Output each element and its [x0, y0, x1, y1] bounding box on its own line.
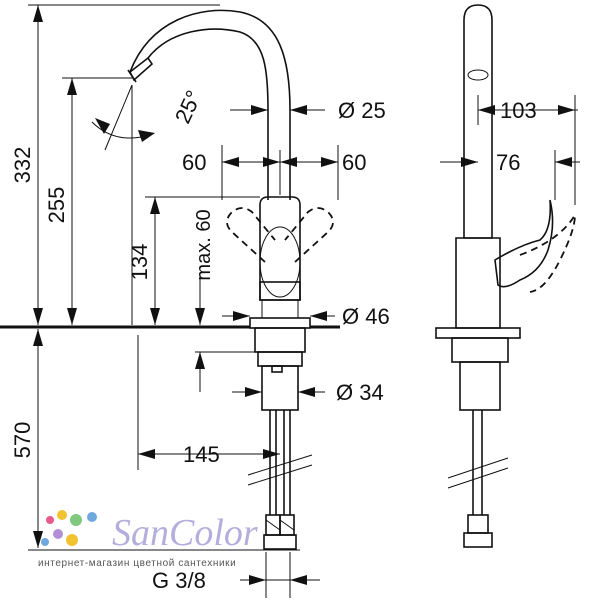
side-body: [455, 237, 501, 329]
logo-dot: [87, 512, 97, 522]
side-aerator: [467, 69, 489, 81]
side-shank: [459, 361, 501, 411]
arrow: [138, 449, 155, 459]
side-base-plate: [435, 327, 521, 339]
label-255: 255: [44, 187, 69, 224]
arrow: [67, 308, 77, 325]
arrow: [67, 78, 77, 95]
thread-2: [279, 519, 295, 531]
side-view: [435, 4, 576, 548]
arrow: [290, 105, 307, 115]
label-60-right: 60: [342, 150, 366, 175]
brand-tagline: интернет-магазин цветной сантехники: [38, 558, 236, 569]
side-break-2: [447, 467, 509, 489]
arrow: [280, 157, 297, 167]
arrow: [233, 311, 250, 321]
label-max60: max. 60: [193, 209, 215, 280]
arrow: [195, 308, 205, 325]
arrow: [33, 308, 43, 325]
arrow: [290, 575, 307, 585]
label-332: 332: [10, 147, 35, 184]
arrow: [298, 387, 315, 397]
handle-swing-right: [284, 207, 334, 263]
under-plate: [254, 327, 306, 353]
logo-dot: [57, 510, 67, 520]
arrow: [33, 5, 43, 22]
label-60-left: 60: [182, 150, 206, 175]
arrow: [461, 157, 478, 167]
arrow: [33, 531, 43, 548]
arrow: [263, 449, 280, 459]
arrow: [222, 157, 239, 167]
spout-inner: [147, 28, 269, 200]
arrow: [478, 105, 495, 115]
arrow: [251, 105, 268, 115]
thread-1: [265, 519, 281, 531]
logo-dot: [41, 538, 49, 546]
side-break-1: [447, 457, 509, 479]
label-g38: G 3/8: [152, 568, 206, 593]
nut: [257, 351, 303, 367]
arrow: [150, 197, 160, 214]
break-mark-1: [247, 454, 313, 476]
base-plate: [249, 317, 311, 329]
arrow: [310, 311, 327, 321]
side-fitting-nut: [463, 532, 493, 548]
handle-base: [259, 281, 301, 301]
logo-dot: [53, 529, 63, 539]
arrow: [33, 329, 43, 346]
arrow: [95, 118, 110, 134]
nozzle-tip: [127, 69, 137, 83]
arrow: [150, 308, 160, 325]
dimension-lines: [28, 4, 580, 598]
handle-swing-left: [226, 207, 276, 263]
side-handle-swing: [519, 211, 576, 293]
brand-logo-text: SanColor: [112, 512, 258, 554]
arrow: [321, 157, 338, 167]
label-angle: 25°: [170, 86, 207, 127]
side-handle: [494, 199, 554, 288]
side-under-plate: [451, 337, 509, 363]
label-d25: Ø 25: [338, 98, 386, 123]
watermark: SanColor интернет-магазин цветной сантех…: [38, 510, 258, 569]
side-spout: [463, 4, 493, 239]
label-134: 134: [127, 244, 152, 281]
logo-dot: [46, 516, 54, 524]
label-d34: Ø 34: [336, 380, 384, 405]
angle-line: [104, 84, 133, 151]
side-fitting: [467, 514, 489, 534]
logo-dot: [66, 534, 78, 546]
label-103: 103: [500, 98, 537, 123]
label-d46: Ø 46: [342, 304, 390, 329]
arrow: [138, 130, 155, 142]
arrow: [245, 387, 262, 397]
label-145: 145: [183, 442, 220, 467]
label-76: 76: [496, 150, 520, 175]
label-570: 570: [10, 422, 35, 459]
fitting-nut: [263, 534, 297, 550]
shank-mark: [271, 365, 283, 373]
arrow: [558, 105, 575, 115]
arrow: [195, 352, 205, 369]
arrow: [249, 575, 266, 585]
logo-dot: [70, 514, 82, 526]
arrow: [555, 157, 572, 167]
arrow: [263, 157, 280, 167]
break-mark-2: [247, 464, 313, 486]
spout-outer: [129, 9, 291, 200]
handle-lever: [259, 226, 301, 298]
faucet-body: [259, 196, 301, 301]
front-view: [0, 9, 340, 550]
